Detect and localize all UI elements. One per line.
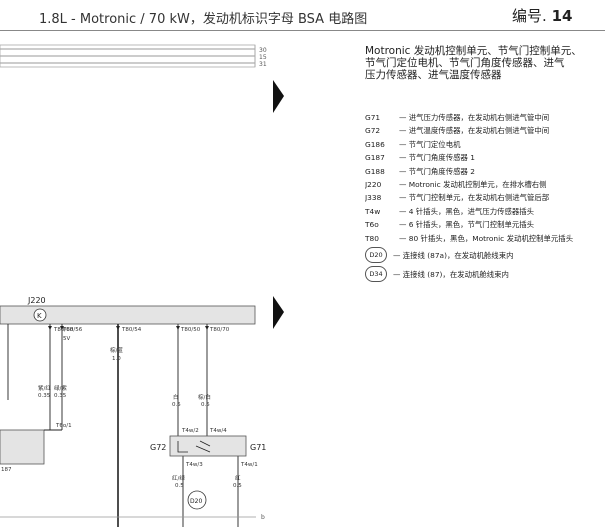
document-number-value: 14 <box>551 7 573 25</box>
wire-size-2: 0.35 <box>54 393 67 399</box>
legend-code: T80 <box>365 233 379 243</box>
wire-size-3: 1.0 <box>112 356 121 362</box>
throttle-unit-box <box>0 429 45 465</box>
header-divider <box>0 30 605 31</box>
legend-text: — 连接线 (87)，在发动机舱线束内 <box>393 269 509 279</box>
wire-color-7: 红 <box>235 474 241 482</box>
legend-text: — 进气温度传感器，在发动机右侧进气管中间 <box>399 126 550 136</box>
legend-code: G187 <box>365 153 385 163</box>
bus-label-31: 31 <box>259 61 267 68</box>
wire-color-2: 绿/紫 <box>54 384 67 392</box>
legend-item: T4w — 4 针插头，黑色，进气压力传感器插头 <box>365 206 605 219</box>
legend-code: J220 <box>365 179 382 189</box>
wire-color-4: 白 <box>173 393 179 401</box>
component-legend: G71 — 进气压力传感器，在发动机右侧进气管中间 G72 — 进气温度传感器，在发… <box>365 112 605 284</box>
connector-t4w-3: T4w/3 <box>185 462 203 468</box>
next-page-arrow-bottom <box>273 296 284 329</box>
legend-item: J220 — Motronic 发动机控制单元，在排水槽右侧 <box>365 179 605 192</box>
legend-code: G188 <box>365 166 385 176</box>
legend-item: D20 — 连接线 (87a)，在发动机舱线束内 <box>365 246 605 265</box>
legend-item: G187 — 节气门角度传感器 1 <box>365 152 605 165</box>
wire-size-6: 0.5 <box>175 483 184 489</box>
legend-item: T6o — 6 针插头，黑色，节气门控制单元插头 <box>365 219 605 232</box>
legend-text: — 节气门角度传感器 2 <box>399 166 475 176</box>
bus-label-30: 30 <box>259 47 267 54</box>
legend-item: G186 — 节气门定位电机 <box>365 139 605 152</box>
document-number: 编号. 14 <box>512 5 572 26</box>
legend-text: — 进气压力传感器，在发动机右侧进气管中间 <box>399 113 550 122</box>
sensor-symbol-g71 <box>195 440 211 453</box>
wire-size-5: 0.5 <box>201 402 210 408</box>
connector-t4w-4: T4w/4 <box>209 428 227 434</box>
pin-label-t80-68: T80/68 <box>53 327 74 333</box>
diagram-description: Motronic 发动机控制单元、节气门控制单元、 节气门定位电机、节气门角度传… <box>365 45 582 81</box>
module-label-j220: J220 <box>27 296 46 305</box>
ground-label: b <box>261 514 265 521</box>
wire-size-7: 0.5 <box>233 483 242 489</box>
ref-187: 187 <box>1 467 12 473</box>
wire-size-4: 0.5 <box>172 402 181 408</box>
legend-text: — 节气门控制单元，在发动机右侧进气管后部 <box>399 193 550 203</box>
legend-text: — 节气门定位电机 <box>399 139 461 149</box>
legend-item: G188 — 节气门角度传感器 2 <box>365 166 605 179</box>
wire-color-6: 红/绿 <box>172 474 185 482</box>
legend-text: — Motronic 发动机控制单元，在排水槽右侧 <box>399 179 547 189</box>
pin-label-t80-54: T80/54 <box>121 327 142 333</box>
legend-text: — 4 针插头，黑色，进气压力传感器插头 <box>399 206 535 216</box>
module-icon-label: K <box>37 312 42 320</box>
wire-size-1: 0.35 <box>38 393 51 399</box>
legend-item: G71 — 进气压力传感器，在发动机右侧进气管中间 <box>365 112 605 125</box>
legend-circle-code: D20 <box>365 247 387 264</box>
legend-text: — 节气门角度传感器 1 <box>399 153 475 163</box>
legend-text: — 80 针插头，黑色，Motronic 发动机控制单元插头 <box>399 233 574 243</box>
connector-t6o-1: T6o/1 <box>55 423 72 429</box>
legend-code: T6o <box>365 220 379 230</box>
junction-d20-label: D20 <box>190 498 202 505</box>
legend-item: D34 — 连接线 (87)，在发动机舱线束内 <box>365 265 605 284</box>
pin-note-5v: 5V <box>63 336 70 342</box>
document-number-label: 编号. <box>512 7 547 25</box>
module-j220-box <box>0 305 256 325</box>
page-header: 1.8L - Motronic / 70 kW，发动机标识字母 BSA 电路图 … <box>0 0 605 34</box>
top-bus-lines <box>0 44 256 68</box>
legend-code: T4w <box>365 206 381 216</box>
legend-item: J338 — 节气门控制单元，在发动机右侧进气管后部 <box>365 192 605 205</box>
module-icon <box>33 308 47 322</box>
junction-d20 <box>187 490 207 510</box>
legend-item: T80 — 80 针插头，黑色，Motronic 发动机控制单元插头 <box>365 233 605 246</box>
connector-t4w-2: T4w/2 <box>181 428 199 434</box>
legend-circle-code: D34 <box>365 266 387 283</box>
legend-code: G186 <box>365 139 385 149</box>
legend-code: G71 <box>365 113 381 122</box>
pin-label-t80-50: T80/50 <box>180 327 201 333</box>
next-page-arrow-top <box>273 80 284 113</box>
bus-label-15: 15 <box>259 54 267 61</box>
pin-label-t80-56: T80/56 <box>62 327 83 333</box>
wire-arrows <box>48 326 209 330</box>
sensor-label-g72: G72 <box>150 443 166 452</box>
sensor-label-g71: G71 <box>250 443 266 452</box>
pin-label-t80-70: T80/70 <box>209 327 230 333</box>
sensor-box <box>169 435 247 457</box>
legend-item: G72 — 进气温度传感器，在发动机右侧进气管中间 <box>365 125 605 138</box>
wires <box>7 324 239 527</box>
wire-color-1: 紫/红 <box>38 384 51 392</box>
page-title: 1.8L - Motronic / 70 kW，发动机标识字母 BSA 电路图 <box>39 12 368 27</box>
legend-text: — 6 针插头，黑色，节气门控制单元插头 <box>399 220 535 230</box>
wire-color-3: 棕/蓝 <box>110 346 123 354</box>
connector-t4w-1: T4w/1 <box>240 462 258 468</box>
wire-color-5: 棕/白 <box>198 393 211 401</box>
legend-text: — 连接线 (87a)，在发动机舱线束内 <box>393 250 514 260</box>
legend-code: G72 <box>365 126 381 136</box>
legend-code: J338 <box>365 193 382 203</box>
sensor-symbol-g72 <box>177 441 188 453</box>
